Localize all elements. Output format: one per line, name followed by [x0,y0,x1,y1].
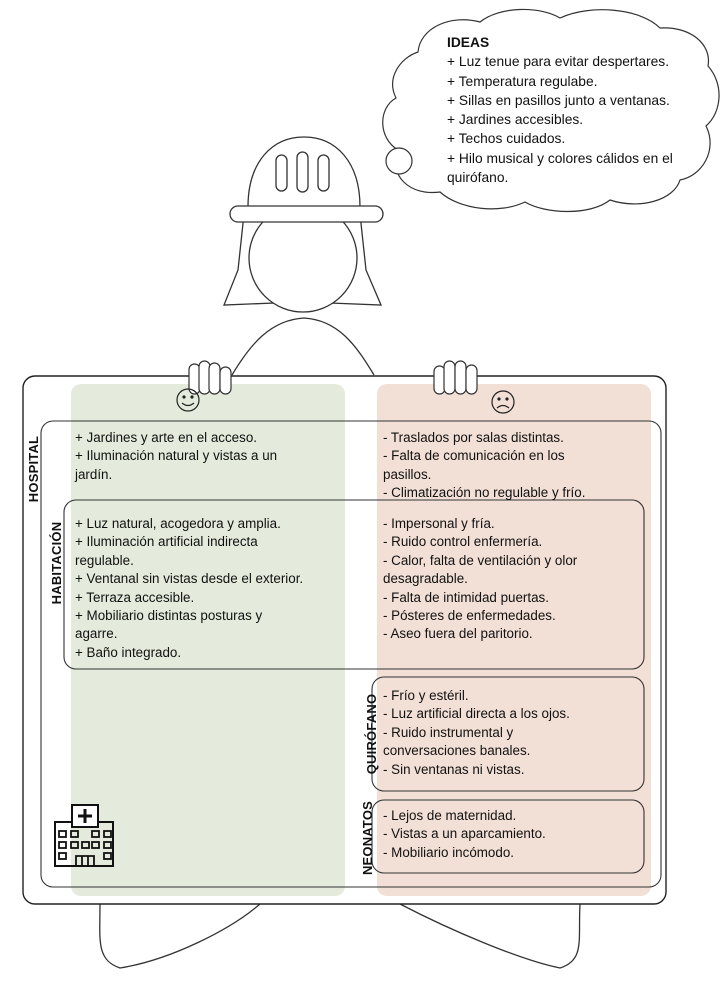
helmet-brim [229,205,384,223]
habitacion-label: HABITACIÓN [49,521,64,605]
quirofano-negative-list: - Frío y estéril. - Luz artificial direc… [383,687,570,779]
positive-column [71,384,345,896]
idea-item: + Temperatura regulabe. [447,73,598,89]
idea-item: quirófano. [447,170,509,186]
negative-column [377,384,651,896]
quirofano-label: QUIRÓFANO [364,693,379,775]
list-item: conversaciones banales. [383,743,531,759]
list-item: + Jardines y arte en el acceso. [75,430,257,445]
neonatos-label: NEONATOS [360,800,375,876]
ideas-text: IDEAS + Luz tenue para evitar despertare… [447,33,673,187]
sad-face-icon [491,390,515,414]
list-item: - Falta de intimidad puertas. [383,589,549,605]
list-item: + Baño integrado. [75,644,182,660]
hospital-label: HOSPITAL [26,435,41,503]
list-item: - Ruido instrumental y [383,724,514,740]
left-leg [99,903,261,969]
list-item: - Lejos de maternidad. [383,808,517,823]
list-item: - Aseo fuera del paritorio. [383,626,533,642]
neonatos-section-frame [371,799,645,874]
list-item: + Iluminación natural y vistas a un [75,448,278,464]
shoulders [231,317,375,376]
list-item: - Pósteres de enfermedades. [383,608,556,624]
hospital-section-frame [40,420,662,888]
list-item: - Climatización no regulable y frío. [383,485,586,501]
list-item: - Mobiliario incómodo. [383,844,514,860]
list-item: - Impersonal y fría. [383,516,495,531]
habitacion-positive-list: + Luz natural, acogedora y amplia. + Ilu… [75,515,303,662]
list-item: jardín. [75,466,113,482]
idea-item: + Techos cuidados. [447,131,566,147]
idea-item: + Sillas en pasillos junto a ventanas. [447,92,670,108]
list-item: pasillos. [383,466,432,482]
list-item: - Calor, falta de ventilación y olor [383,552,578,568]
hospital-building-icon [54,804,114,867]
hospital-negative-list: - Traslados por salas distintas. - Falta… [383,429,585,503]
worker-figure [223,136,384,376]
idea-item: + Luz tenue para evitar despertares. [447,54,670,70]
neonatos-negative-list: - Lejos de maternidad. - Vistas a un apa… [383,807,546,862]
left-hand [188,360,232,395]
list-item: - Sin ventanas ni vistas. [383,761,525,777]
list-item: + Ventanal sin vistas desde el exterior. [75,571,304,587]
thought-bubble-small [385,147,413,175]
list-item: - Luz artificial directa a los ojos. [383,706,570,722]
list-item: + Iluminación artificial indirecta [75,534,258,550]
habitacion-negative-list: - Impersonal y fría. - Ruido control enf… [383,515,577,644]
quirofano-section-frame [371,676,645,792]
list-item: - Vistas a un aparcamiento. [383,826,546,842]
list-item: regulable. [75,552,134,568]
hospital-positive-list: + Jardines y arte en el acceso. + Ilumin… [75,429,277,484]
list-item: + Terraza accesible. [75,589,195,605]
habitacion-section-frame [63,499,645,670]
list-item: - Frío y estéril. [383,688,469,703]
smiley-face-icon [176,388,200,412]
helmet-rib [275,154,288,192]
right-leg [399,903,581,969]
ideas-title: IDEAS [447,35,490,50]
list-item: + Mobiliario distintas posturas y [75,608,263,624]
idea-item: + Jardines accesibles. [447,112,584,128]
idea-item: + Hilo musical y colores cálidos en el [447,150,673,166]
list-item: - Falta de comunicación en los [383,448,565,464]
helmet-rib [317,154,330,192]
list-item: + Luz natural, acogedora y amplia. [75,516,281,531]
right-hand [433,360,478,395]
list-item: agarre. [75,626,118,642]
helmet-rib [296,151,309,193]
list-item: desagradable. [383,571,468,587]
list-item: - Traslados por salas distintas. [383,430,564,445]
list-item: - Ruido control enfermería. [383,534,543,550]
